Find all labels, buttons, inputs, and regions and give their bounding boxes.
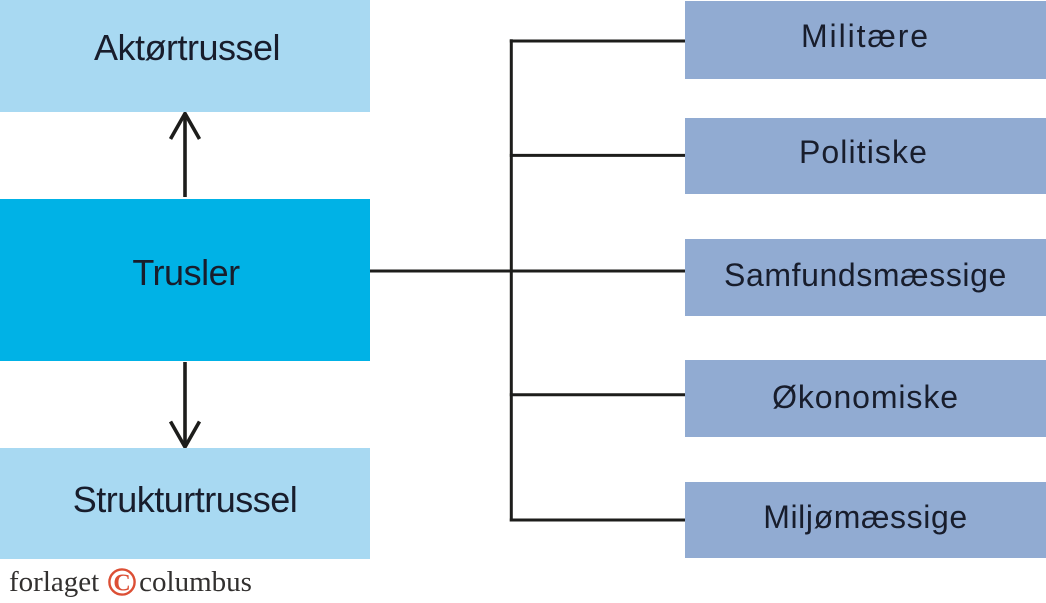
svg-text:C: C xyxy=(113,571,130,597)
